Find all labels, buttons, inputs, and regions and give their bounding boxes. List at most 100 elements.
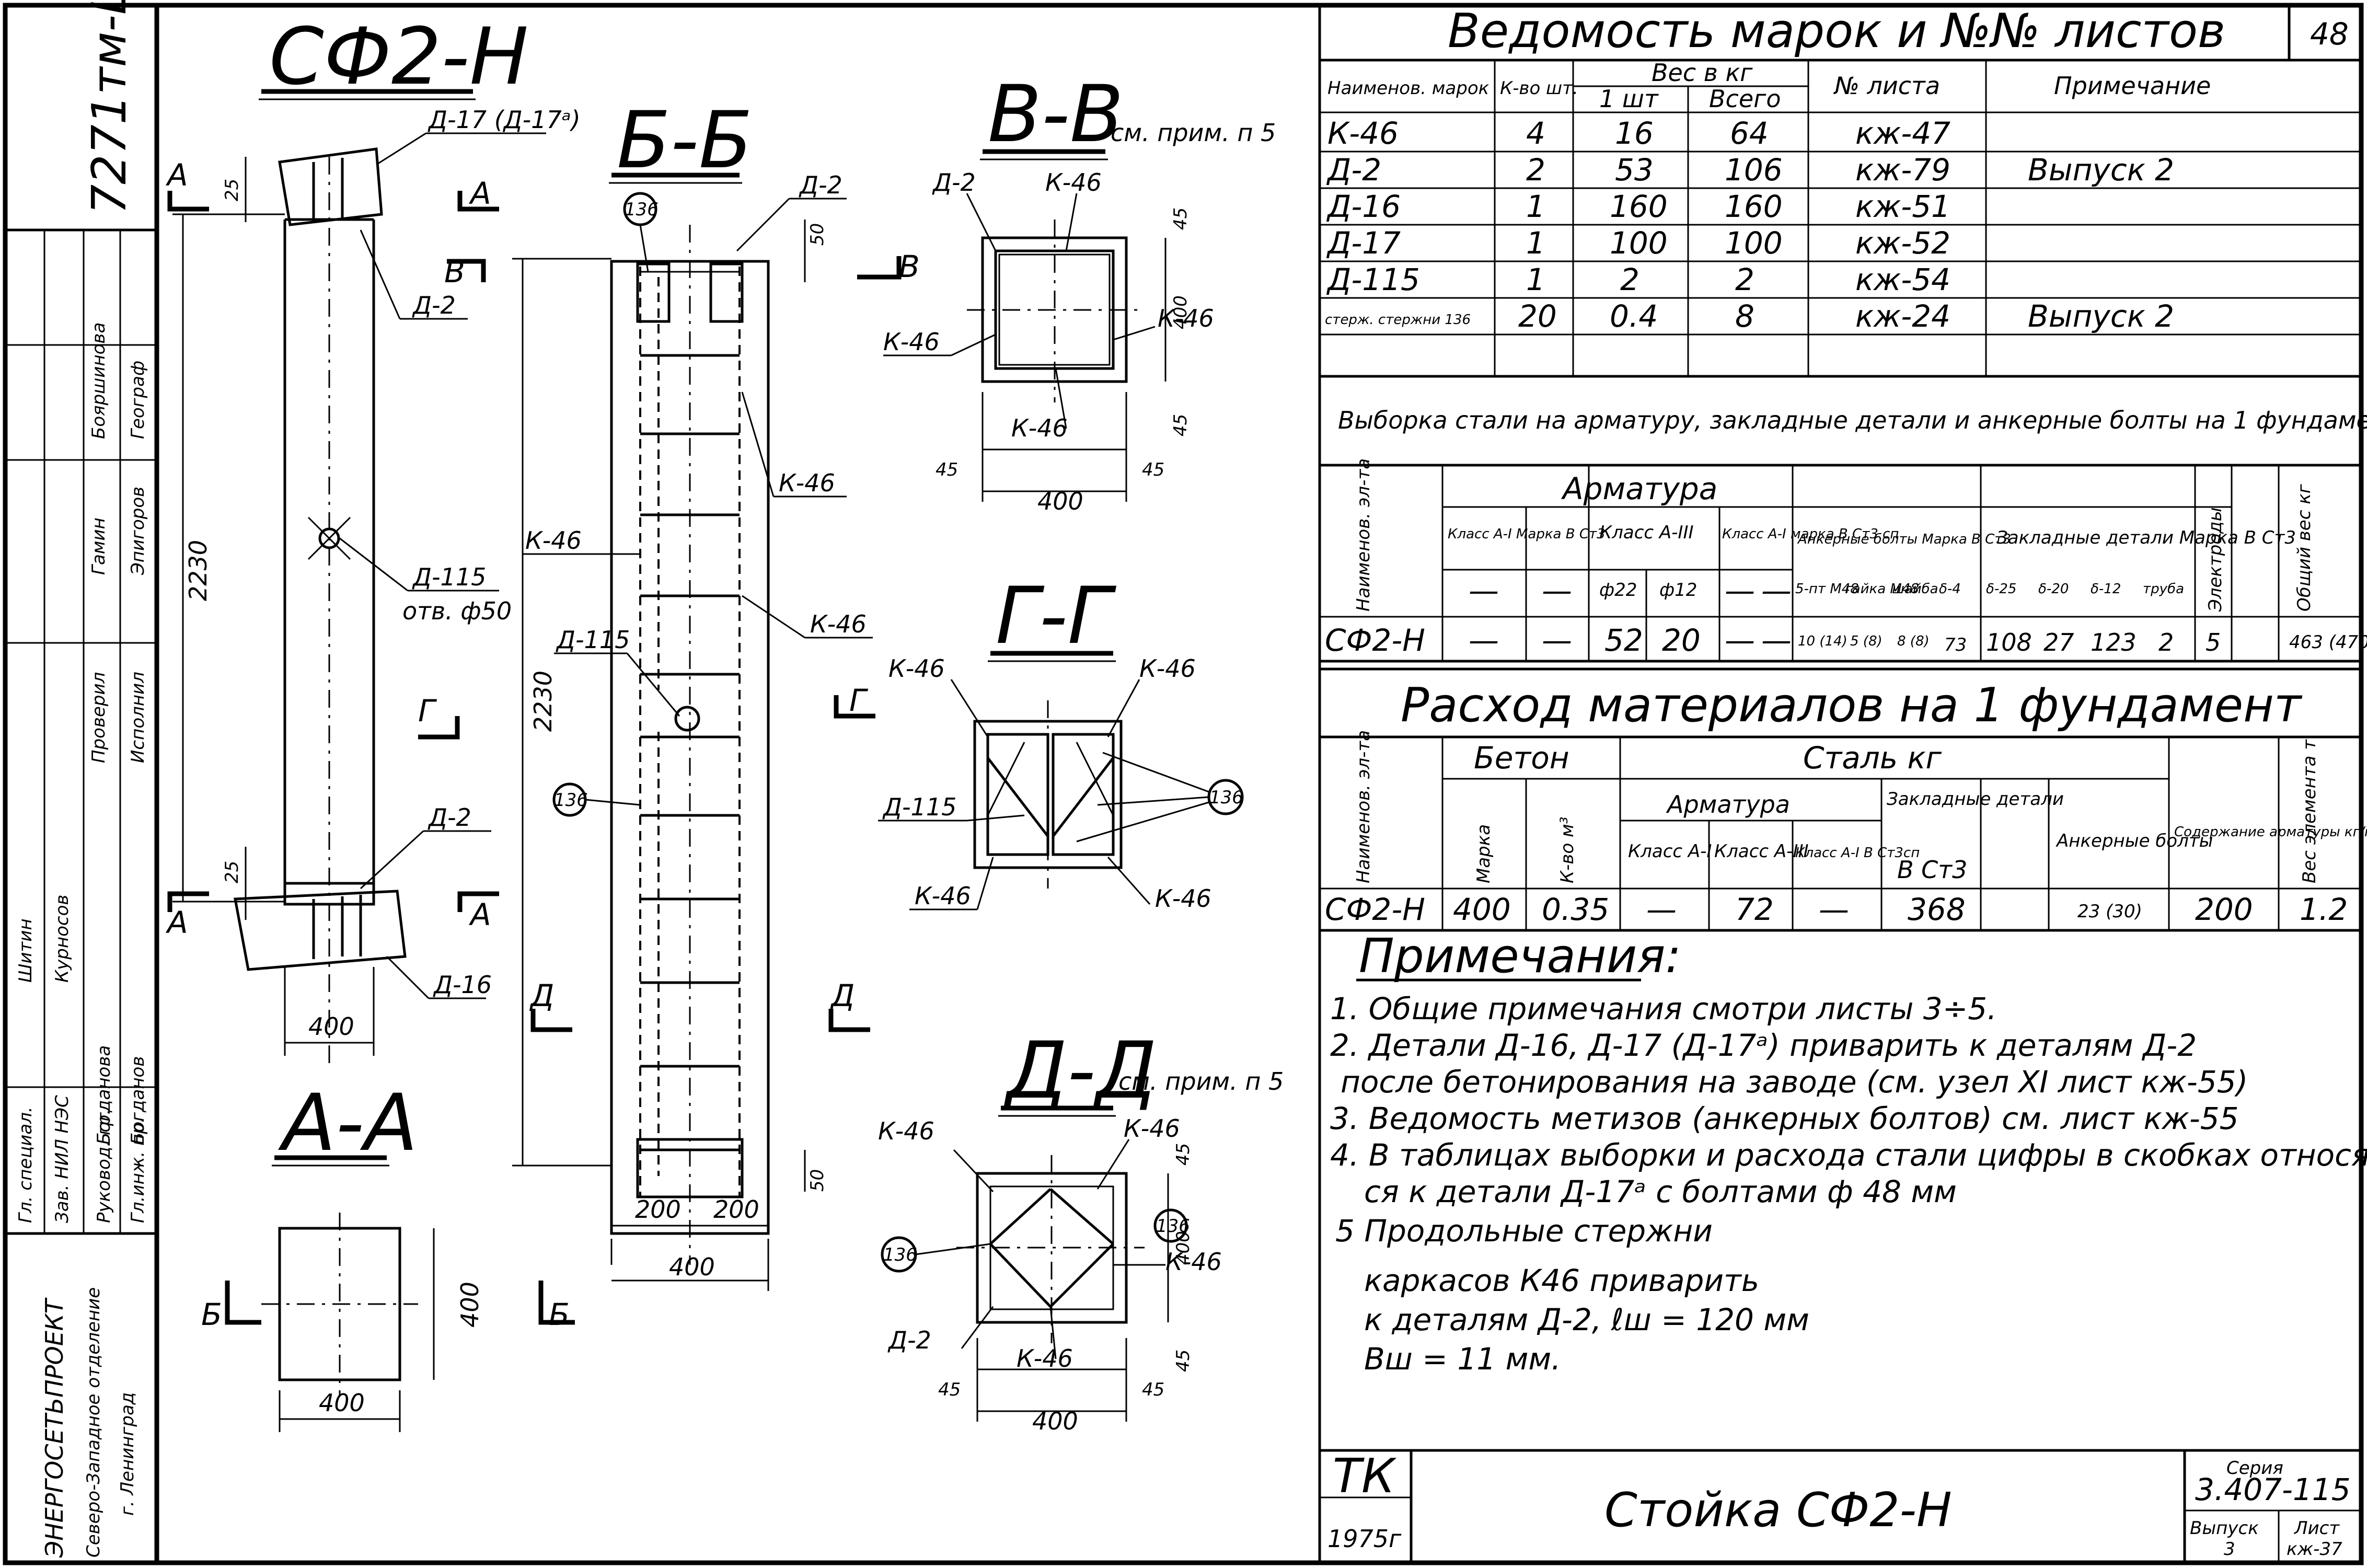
steel-h-bolts: Анкерные болты Марка В Ст3: [1797, 532, 2011, 547]
cell: Выпуск 2: [2028, 298, 2174, 334]
cell: кж-51: [1855, 189, 1950, 224]
dim-45-vv-top: 45: [1170, 207, 1191, 230]
stamp-role-5: Исполнил: [128, 672, 148, 763]
cut-b-right: Б: [549, 1297, 570, 1332]
stamp-name-7: Бояршинова: [88, 322, 109, 439]
steel-dash-row: — — — —: [1469, 573, 1792, 608]
label-k46-vv-top: К-46: [1045, 168, 1102, 197]
cell: 463 (470): [2289, 632, 2367, 653]
cell: 5 (8): [1850, 633, 1883, 649]
notes-title: Примечания:: [1359, 929, 1681, 984]
label-k46-gg-tl: К-46: [888, 654, 945, 683]
marks-h-qty: К-во шт.: [1500, 78, 1578, 99]
mat-h-c1: Класс А-I: [1628, 841, 1712, 862]
mat-h-c3: Класс А-III: [1714, 841, 1809, 862]
dim-45-vv-left: 45: [936, 459, 958, 480]
cell: —: [1542, 573, 1572, 608]
steel-h-a1: Класс А-I Марка В Ст3: [1448, 526, 1606, 542]
label-k46-vv-bottom: К-46: [1011, 414, 1068, 442]
cell: кж-52: [1855, 225, 1950, 261]
cell: 100: [1610, 225, 1668, 261]
marks-table: 48 Ведомость марок и №№ листов Наименов.…: [1320, 4, 2361, 378]
org-city: г. Ленинград: [117, 1392, 138, 1516]
steel-h-name: Наименов. эл-та: [1353, 458, 1374, 612]
cell: Выпуск 2: [2028, 152, 2174, 188]
note-line-9: к деталям Д-2, ℓш = 120 мм: [1364, 1302, 1809, 1338]
callout-136-dd-right: 136: [1156, 1216, 1190, 1237]
label-k46-dd-bottom: К-46: [1017, 1344, 1073, 1373]
mat-h-weight: Вес элемента т: [2299, 739, 2320, 883]
steel-h-arm: Арматура: [1561, 471, 1717, 506]
cell: 16: [1615, 116, 1654, 151]
dim-45-dd-right: 45: [1142, 1379, 1164, 1400]
cell: 52: [1604, 622, 1643, 658]
steel-h-elec: Электроды: [2205, 508, 2226, 612]
note-line-7: 5 Продольные стержни: [1335, 1213, 1713, 1249]
label-k46-gg-br: К-46: [1155, 884, 1211, 913]
tb-sheet: кж-37: [2287, 1539, 2342, 1560]
label-k46-bb-1: К-46: [779, 469, 835, 497]
mat-h-vol: К-во м³: [1557, 817, 1578, 883]
marks-h-note: Примечание: [2054, 72, 2211, 100]
label-d115-bb: Д-115: [556, 626, 630, 654]
cell: Д-115: [1326, 262, 1420, 297]
cell: 160: [1725, 189, 1783, 224]
dim-400-aa-v: 400: [456, 1282, 484, 1328]
dim-45-dd-top: 45: [1173, 1143, 1194, 1166]
cell: —: [1469, 622, 1499, 658]
cut-d-left: Д: [529, 978, 554, 1013]
stamp-role-3: Зав. НИЛ НЭС: [52, 1095, 73, 1223]
cell: К-46: [1327, 116, 1399, 151]
cell: —: [1819, 892, 1849, 927]
cell: 2: [1735, 262, 1754, 297]
marks-row-3: Д-16 1 160 160 кж-51: [1326, 189, 1950, 224]
view-section-aa: А-А 400 400 Б Б: [201, 1078, 575, 1432]
cut-d-right: Д: [829, 978, 855, 1013]
cell: 2: [2158, 628, 2174, 656]
steel-row: СФ2-Н — — 52 20 — — 10 (14) 5 (8) 8 (8) …: [1325, 622, 2367, 658]
label-k46-dd-tl: К-46: [878, 1117, 934, 1145]
label-d2-bb: Д-2: [799, 171, 842, 199]
mat-h-emb: Закладные детали: [1887, 789, 2064, 810]
stamp-name-6: Гамин: [88, 517, 109, 575]
steel-h-a3: Класс А-III: [1599, 522, 1694, 543]
cell: 20: [1662, 622, 1701, 658]
callout-136-top: 136: [625, 199, 659, 220]
stamp-name-2: Богданова: [94, 1045, 114, 1145]
label-k46-vv-left: К-46: [883, 328, 940, 356]
label-hole: отв. ф50: [402, 597, 512, 625]
callout-136-gg: 136: [1209, 787, 1243, 808]
materials-row: СФ2-Н 400 0.35 — 72 — 368 23 (30) 200 1.…: [1325, 892, 2348, 927]
dim-25-top: 25: [222, 179, 243, 201]
tb-sheet-label: Лист: [2293, 1518, 2340, 1539]
cut-g-elev: Г: [418, 693, 437, 729]
cell: 8 (8): [1897, 633, 1930, 649]
steel-small-headers: 5-пт М48 гайка М48 шайба δ-4 δ-25 δ-20 δ…: [1795, 581, 2184, 597]
cell: стерж. стержни 136: [1325, 312, 1471, 328]
note-line-2: 2. Детали Д-16, Д-17 (Д-17ᵃ) приварить к…: [1330, 1028, 2197, 1063]
cut-a-top-left: А: [165, 157, 188, 193]
tb-title: Стойка СФ2-Н: [1604, 1483, 1952, 1538]
stamp-role-6: Эпигоров: [128, 487, 148, 575]
marks-row-1: К-46 4 16 64 кж-47: [1327, 116, 1950, 151]
steel-h-d12: ф12: [1659, 580, 1697, 601]
dim-200-right: 200: [713, 1195, 759, 1224]
marks-h-sheet: № листа: [1833, 72, 1940, 100]
tb-issue-label: Выпуск: [2190, 1518, 2259, 1539]
cell: шайба: [1892, 581, 1938, 597]
cell: 8: [1735, 298, 1754, 334]
view-section-dd: Д-Д см. прим. п 5 45 45 400 45 400 45 К-…: [878, 1025, 1284, 1435]
label-k46-dd-r: К-46: [1165, 1248, 1222, 1276]
cell: 53: [1615, 152, 1654, 188]
stamp-name-3: Курносов: [52, 895, 73, 983]
label-k46-vv-right: К-46: [1158, 304, 1214, 332]
steel-h-d22: ф22: [1599, 580, 1637, 601]
section-dd-title: Д-Д: [1003, 1025, 1157, 1116]
stamp-role-2: Руковод. гр.: [94, 1109, 114, 1223]
cut-b-left: Б: [201, 1297, 222, 1332]
marks-row-2: Д-2 2 53 106 кж-79 Выпуск 2: [1326, 152, 2174, 188]
cell: 108: [1986, 628, 2032, 656]
label-k46-bb-3: К-46: [525, 526, 582, 555]
project-code: 7271тм-Ш 48: [82, 0, 137, 214]
